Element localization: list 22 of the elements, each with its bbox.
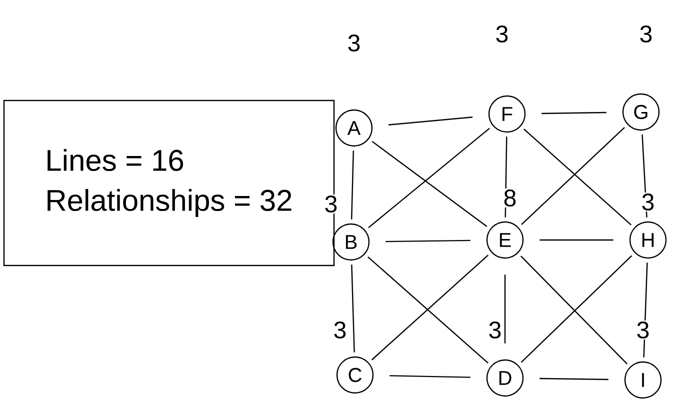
count-label: 8 <box>502 188 518 208</box>
line <box>386 240 470 242</box>
count-label: 3 <box>487 320 503 340</box>
line <box>642 134 648 218</box>
count-label: 3 <box>635 320 651 340</box>
line <box>388 116 473 126</box>
count-label: 3 <box>494 24 510 44</box>
line <box>540 239 614 241</box>
line <box>542 112 606 114</box>
count-label: 3 <box>640 192 656 212</box>
line <box>351 264 355 352</box>
count-label: 3 <box>346 34 362 52</box>
line <box>504 274 506 344</box>
line <box>368 128 490 228</box>
line <box>351 150 354 220</box>
count-label: 3 <box>332 320 348 340</box>
count-label: 3 <box>323 194 339 214</box>
line <box>372 140 488 228</box>
line <box>390 375 470 378</box>
line <box>540 378 608 380</box>
line <box>643 262 648 358</box>
count-label: 3 <box>638 24 654 44</box>
